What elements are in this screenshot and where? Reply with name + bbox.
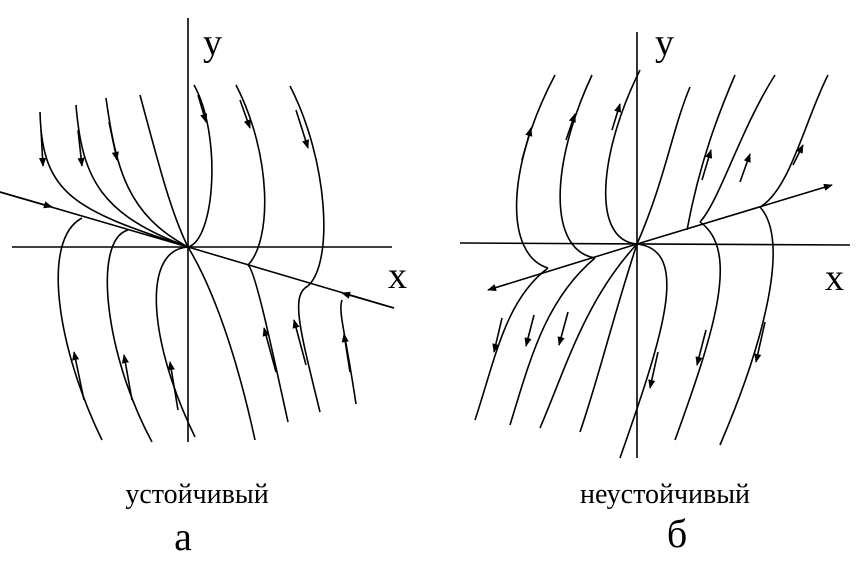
panel-a-caption: устойчивый: [125, 479, 268, 510]
panel-b-trajectory: [619, 243, 668, 459]
panel-a-stable-node: [0, 18, 395, 443]
panel-a-arrow: [262, 327, 277, 373]
panel-b-unstable-node: [459, 32, 851, 459]
panel-a-trajectory: [106, 229, 153, 443]
panel-b-eigenline-right: [636, 183, 833, 245]
panel-a-trajectory: [247, 264, 289, 423]
panel-a-arrow: [72, 351, 85, 401]
panel-b-arrow: [701, 149, 713, 181]
panel-a-arrow-eigen-right: [341, 291, 395, 309]
panel-a-arrow: [38, 129, 47, 167]
panel-a-y-label: y: [203, 22, 222, 64]
panel-b-arrow: [611, 103, 622, 131]
panel-a-trajectory: [340, 299, 357, 405]
panel-b-y-label: y: [655, 22, 674, 64]
panel-b-x-axis: [459, 242, 851, 246]
panel-b-trajectory: [509, 257, 596, 426]
panel-a-trajectory: [139, 94, 189, 248]
panel-b-trajectory: [604, 69, 641, 245]
panel-a-x-label: x: [388, 255, 407, 297]
panel-b-trajectory: [539, 243, 638, 429]
panel-b-arrow: [754, 321, 766, 363]
panel-a-arrow-eigen-left: [0, 191, 53, 209]
panel-b-trajectory: [699, 74, 776, 223]
panel-a-arrow: [77, 129, 85, 167]
panel-a-trajectory: [235, 84, 266, 266]
panel-b-arrow: [739, 153, 751, 183]
panel-a-trajectory: [289, 85, 325, 287]
panel-b-eigenline-left: [487, 243, 638, 292]
panel-b-trajectory: [674, 221, 722, 441]
panel-a-trajectory: [75, 104, 189, 248]
panel-a-arrow: [167, 361, 179, 411]
panel-b-trajectory: [579, 243, 638, 433]
panel-b-x-label: x: [825, 257, 844, 299]
panel-a-arrow: [295, 109, 309, 149]
panel-b-trajectory: [636, 86, 691, 245]
panel-b-caption: неустойчивый: [580, 479, 750, 510]
panel-a-arrow: [239, 99, 251, 129]
panel-b-trajectory: [719, 206, 774, 446]
panel-a-trajectory: [155, 246, 196, 438]
panel-b-arrow: [648, 351, 659, 389]
panel-a-trajectory: [187, 246, 256, 441]
panel-b-arrow: [524, 314, 535, 347]
panel-a-arrow: [341, 333, 351, 373]
panel-a-trajectory: [187, 84, 213, 248]
panel-b-letter: б: [667, 511, 687, 556]
panel-b-arrow: [557, 311, 569, 346]
panel-b-trajectory: [559, 74, 596, 259]
panel-b-arrow: [695, 329, 707, 366]
panel-b-arrow: [792, 144, 804, 166]
panel-a-arrow: [121, 354, 133, 401]
panel-a-trajectory: [297, 285, 321, 413]
panel-a-arrow: [108, 121, 119, 161]
panel-b-trajectory: [759, 74, 829, 208]
panel-a-letter: а: [174, 514, 192, 559]
panel-a-arrow: [292, 319, 307, 366]
panel-b-trajectory: [474, 267, 549, 421]
panel-b-arrow: [565, 113, 576, 141]
panel-b-trajectory: [686, 74, 736, 231]
panel-a-arrow: [197, 94, 208, 123]
panel-a-trajectory: [57, 217, 103, 441]
panel-b-arrow: [521, 127, 533, 161]
panel-b-trajectory: [515, 74, 556, 269]
panel-b-arrow: [492, 317, 503, 353]
panel-a-trajectory: [39, 111, 189, 248]
